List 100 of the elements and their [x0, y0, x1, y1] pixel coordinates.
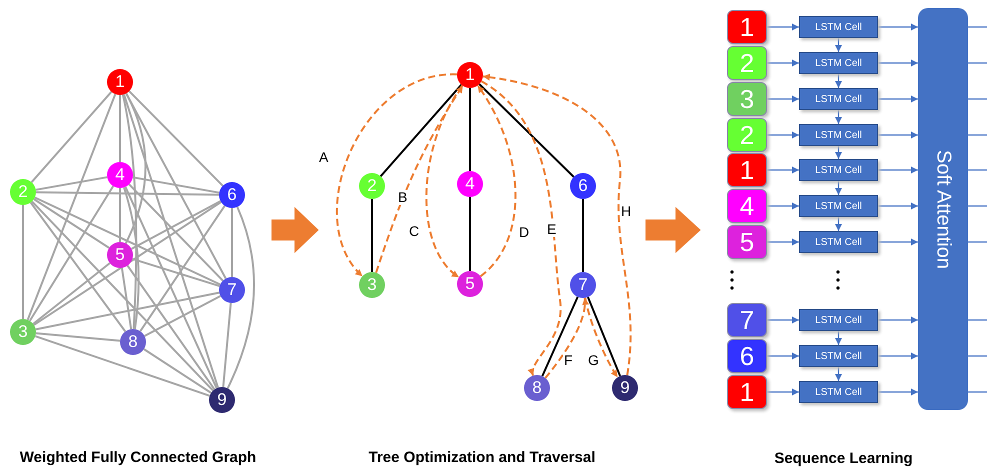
- connector-line: [139, 205, 226, 332]
- connector-line: [120, 268, 132, 330]
- traversal-arrow: [544, 298, 588, 379]
- lstm-cell-box: LSTM Cell: [799, 231, 878, 253]
- sequence-token: 4: [727, 189, 767, 223]
- edge-label: F: [563, 353, 574, 368]
- arrow: [767, 202, 799, 210]
- sequence-token: 1: [727, 10, 767, 44]
- numbered-node: 5: [457, 271, 483, 297]
- connector-line: [968, 62, 987, 64]
- numbered-node: 3: [359, 272, 385, 298]
- connector-line: [122, 94, 138, 330]
- arrow: [878, 166, 918, 174]
- numbered-node: 7: [570, 272, 596, 298]
- connector-line: [34, 196, 221, 286]
- connector-line: [968, 241, 987, 243]
- connector-line: [22, 205, 24, 319]
- edge-label: C: [408, 224, 420, 239]
- numbered-node: 5: [107, 242, 133, 268]
- numbered-node: 1: [107, 69, 133, 95]
- arrow: [835, 74, 842, 88]
- connector-line: [128, 184, 224, 282]
- sequence-token: 5: [727, 225, 767, 259]
- arrow: [878, 24, 918, 30]
- arrow: [767, 166, 799, 174]
- connector-line: [226, 206, 255, 389]
- arrow: [767, 352, 799, 360]
- traversal-arrow: [482, 74, 632, 376]
- connector-line: [478, 83, 574, 178]
- arrow: [767, 388, 799, 396]
- arrow: [767, 238, 799, 246]
- connector-line: [36, 292, 220, 330]
- connector-line: [128, 90, 224, 186]
- connector-line: [123, 94, 219, 388]
- sequence-token: 2: [727, 118, 767, 152]
- block-arrow: [646, 206, 701, 254]
- sequence-token: 3: [727, 82, 767, 116]
- connector-line: [36, 176, 108, 191]
- lstm-cell-box: LSTM Cell: [799, 124, 878, 146]
- connector-line: [144, 295, 221, 337]
- numbered-node: 8: [524, 375, 550, 401]
- arrow: [767, 316, 799, 324]
- numbered-node: 2: [359, 173, 385, 199]
- edge-label: A: [318, 150, 330, 165]
- sequence-token: 6: [727, 339, 767, 373]
- connector-line: [30, 202, 126, 332]
- lstm-cell-box: LSTM Cell: [799, 309, 878, 331]
- sequence-token: 1: [727, 375, 767, 409]
- edge-label: H: [620, 204, 632, 219]
- arrow: [767, 24, 799, 30]
- traversal-arrow: [425, 84, 464, 278]
- connector-line: [126, 265, 216, 390]
- connector-line: [968, 205, 987, 207]
- connector-line: [119, 95, 121, 162]
- panel-title: Tree Optimization and Traversal: [368, 449, 596, 466]
- edge-label: G: [587, 353, 600, 368]
- connector-line: [26, 94, 116, 320]
- connector-line: [968, 355, 987, 357]
- arrow: [878, 316, 918, 324]
- arrow: [835, 217, 842, 231]
- connector-line: [123, 187, 140, 330]
- arrow: [835, 146, 842, 159]
- connector-line: [36, 191, 220, 196]
- connector-line: [968, 391, 987, 393]
- connector-line: [36, 332, 120, 342]
- panel-title: Sequence Learning: [773, 450, 914, 467]
- sequence-token: 1: [727, 153, 767, 187]
- arrow: [878, 60, 918, 66]
- arrow: [878, 352, 918, 360]
- lstm-cell-box: LSTM Cell: [799, 52, 878, 74]
- connector-line: [469, 197, 471, 271]
- numbered-node: 8: [120, 329, 146, 355]
- connector-line: [32, 262, 110, 325]
- arrow: [878, 202, 918, 210]
- connector-line: [968, 26, 987, 28]
- numbered-node: 4: [107, 162, 133, 188]
- arrow: [878, 388, 918, 396]
- connector-line: [582, 199, 584, 272]
- lstm-cell-box: LSTM Cell: [799, 88, 878, 110]
- connector-line: [380, 84, 462, 177]
- traversal-arrow: [480, 80, 562, 376]
- arrow: [767, 132, 799, 138]
- arrow: [835, 367, 842, 381]
- connector-line: [222, 302, 232, 388]
- connector-line: [541, 296, 579, 376]
- connector-line: [33, 201, 222, 326]
- lstm-cell-box: LSTM Cell: [799, 345, 878, 367]
- edge-label: D: [518, 225, 530, 240]
- edge-label: E: [546, 222, 558, 237]
- connector-line: [143, 348, 212, 394]
- lstm-cell-box: LSTM Cell: [799, 16, 878, 38]
- connector-line: [131, 200, 221, 250]
- connector-line: [124, 186, 218, 389]
- panel-title: Weighted Fully Connected Graph: [18, 449, 258, 466]
- arrow: [878, 96, 918, 102]
- numbered-node: 4: [457, 171, 483, 197]
- numbered-node: 1: [457, 62, 483, 88]
- arrow: [835, 110, 842, 124]
- arrow: [878, 132, 918, 138]
- connector-line: [119, 188, 121, 242]
